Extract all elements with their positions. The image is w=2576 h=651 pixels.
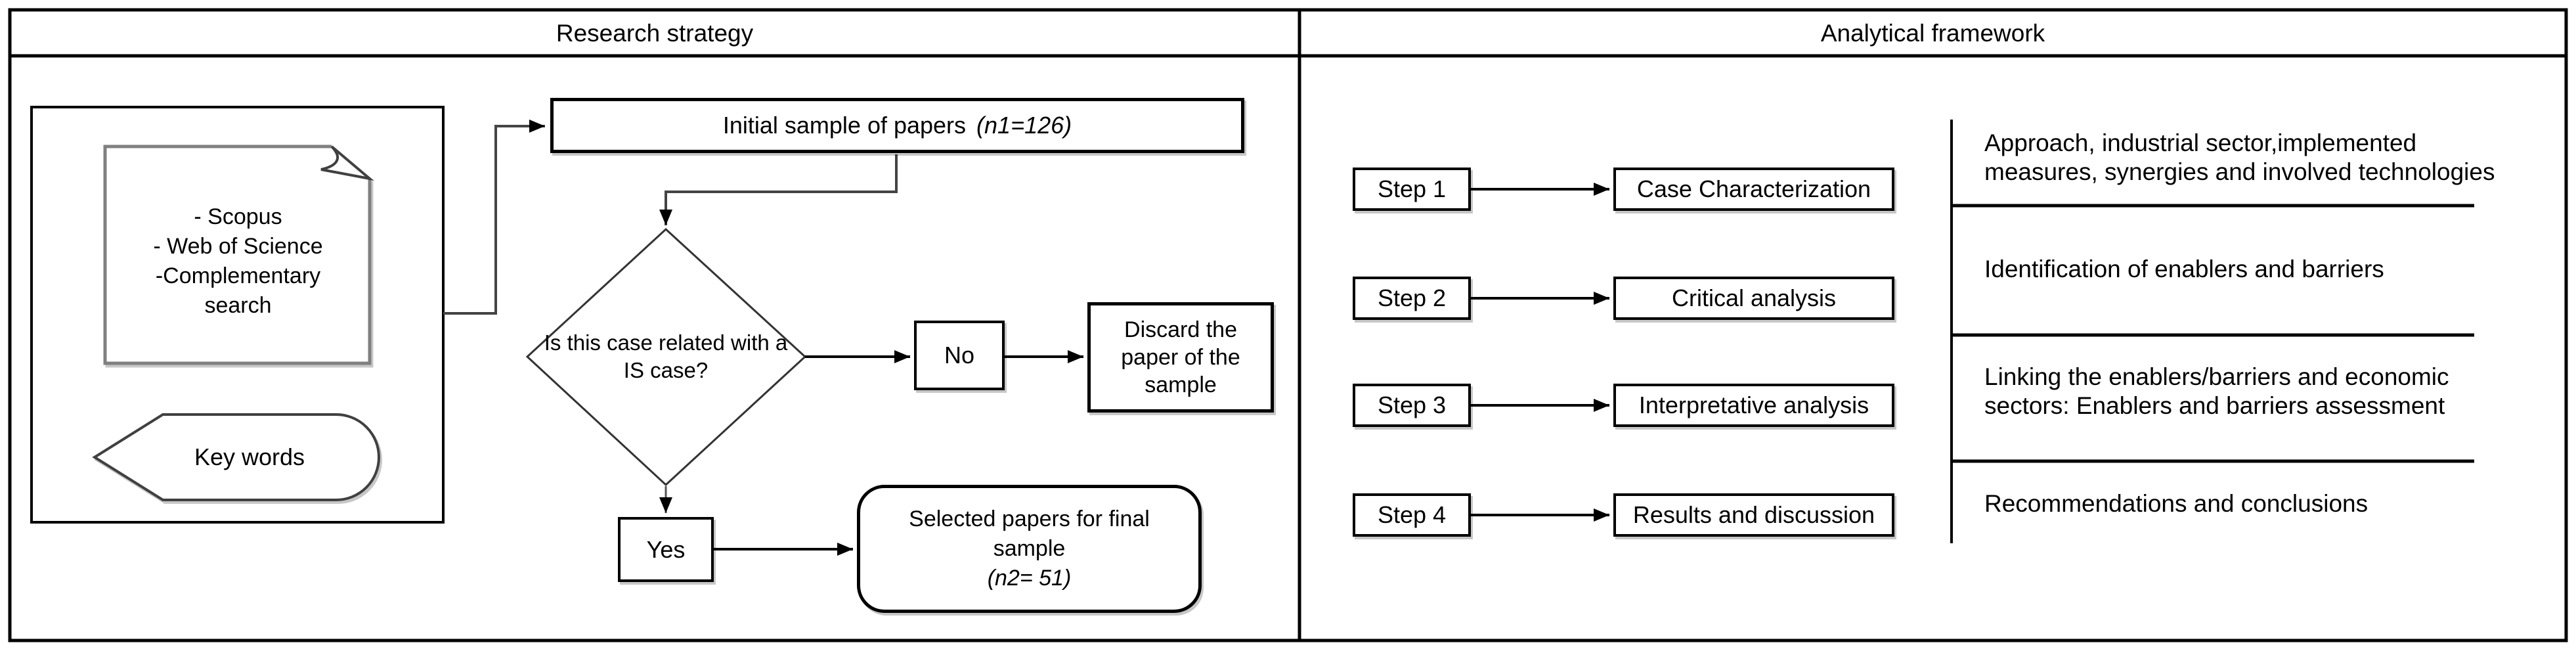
- description-3-line-1: Linking the enablers/barriers and econom…: [1984, 363, 2449, 390]
- initial-sample-box: Initial sample of papers (n1=126): [550, 98, 1244, 153]
- note-line-search: search: [204, 293, 272, 318]
- activity-2-box: Critical analysis: [1613, 277, 1894, 320]
- discard-line-3: sample: [1145, 372, 1217, 397]
- activity-4-box: Results and discussion: [1613, 493, 1894, 537]
- note-folded-corner: [320, 145, 375, 181]
- sources-note-shape: [103, 145, 372, 365]
- description-2-line-1: Identification of enablers and barriers: [1984, 256, 2384, 282]
- outer-border: [8, 8, 2568, 642]
- connector-sources-to-initial: [443, 120, 545, 315]
- right-panel-title: Analytical framework: [1820, 20, 2045, 47]
- connector-initial-to-decision: [659, 154, 898, 225]
- note-line-scopus: - Scopus: [194, 204, 282, 229]
- description-3: Linking the enablers/barriers and econom…: [1984, 363, 2562, 420]
- discard-line-1: Discard the: [1124, 317, 1237, 342]
- decision-text: Is this case related with a IS case?: [469, 329, 863, 384]
- description-3-line-2: sectors: Enablers and barriers assessmen…: [1984, 392, 2445, 419]
- no-box: No: [914, 321, 1005, 390]
- description-1: Approach, industrial sector,implemented …: [1984, 129, 2562, 187]
- decision-line-2: IS case?: [623, 358, 709, 382]
- description-2: Identification of enablers and barriers: [1984, 255, 2562, 284]
- keywords-label: Key words: [194, 443, 305, 470]
- selected-count: (n2= 51): [987, 566, 1072, 591]
- selected-papers-box: Selected papers for final sample (n2= 51…: [857, 485, 1202, 613]
- note-line-wos: - Web of Science: [153, 234, 323, 259]
- discard-line-2: paper of the: [1121, 345, 1240, 370]
- decision-line-1: Is this case related with a: [544, 330, 788, 355]
- initial-sample-label: Initial sample of papers: [722, 112, 967, 139]
- initial-sample-text: Initial sample of papers (n1=126): [723, 112, 1072, 139]
- description-4-line-1: Recommendations and conclusions: [1984, 490, 2369, 517]
- note-line-complementary: -Complementary: [155, 263, 321, 288]
- description-1-line-1: Approach, industrial sector,implemented: [1984, 129, 2417, 156]
- decision-diamond: [525, 227, 807, 487]
- description-4: Recommendations and conclusions: [1984, 489, 2562, 518]
- step-3-box: Step 3: [1353, 384, 1471, 427]
- step-4-box: Step 4: [1353, 493, 1471, 537]
- selected-line-2: sample: [993, 536, 1066, 561]
- selected-line-1: Selected papers for final: [909, 506, 1150, 531]
- keywords-shape: [92, 413, 380, 501]
- activity-1-box: Case Characterization: [1613, 168, 1894, 211]
- discard-box: Discard the paper of the sample: [1087, 302, 1274, 413]
- step-1-box: Step 1: [1353, 168, 1471, 211]
- left-panel-title: Research strategy: [556, 20, 754, 47]
- sources-note-text: - Scopus - Web of Science -Complementary…: [108, 202, 368, 321]
- description-1-line-2: measures, synergies and involved technol…: [1984, 158, 2495, 185]
- activity-3-box: Interpretative analysis: [1613, 384, 1894, 427]
- yes-box: Yes: [618, 517, 714, 582]
- step-2-box: Step 2: [1353, 277, 1471, 320]
- initial-sample-count: (n1=126): [976, 112, 1072, 139]
